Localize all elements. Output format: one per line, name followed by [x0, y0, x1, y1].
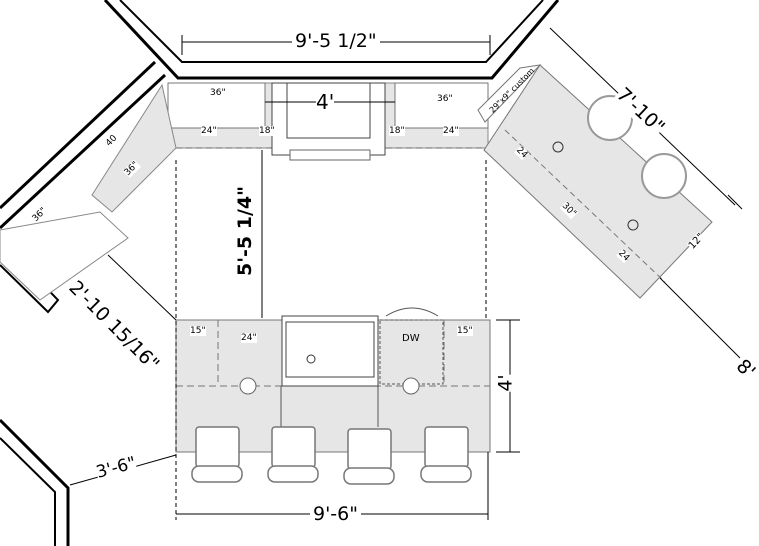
range-handle [289, 149, 371, 161]
upper-cabinet-left [167, 82, 266, 129]
bar-stools [191, 426, 472, 485]
label-base-left: 24" [201, 126, 217, 136]
stool-round [641, 153, 687, 199]
label-island-left-filler: 15" [190, 326, 206, 336]
label-filler-left: 18" [259, 126, 275, 136]
faucet-icon [306, 354, 316, 364]
left-diagonal-counter [91, 83, 177, 213]
dim-range-width: 4' [316, 90, 335, 114]
dishwasher [379, 319, 444, 385]
outlet-icon [552, 141, 564, 153]
walls [0, 0, 560, 546]
left-wall-cabinet [0, 211, 129, 301]
dim-aisle-depth: 5'-5 1/4" [234, 185, 257, 277]
upper-cabinet-right [394, 82, 489, 129]
dim-top-width: 9'-5 1/2" [292, 30, 380, 52]
island [175, 307, 491, 485]
label-upper-right: 36" [437, 94, 453, 104]
label-upper-left: 36" [210, 88, 226, 98]
outlet-icon [627, 219, 639, 231]
dim-island-depth: 4' [494, 374, 517, 392]
dim-island-width: 9'-6" [310, 503, 361, 525]
outlet-icon [239, 377, 257, 395]
label-island-right-filler: 15" [457, 326, 473, 336]
label-island-left-base: 24" [241, 333, 257, 343]
angled-peninsula [477, 64, 713, 299]
label-island-dw: DW [402, 333, 420, 344]
label-filler-right: 18" [389, 126, 405, 136]
outlet-icon [402, 377, 420, 395]
label-base-right: 24" [443, 126, 459, 136]
